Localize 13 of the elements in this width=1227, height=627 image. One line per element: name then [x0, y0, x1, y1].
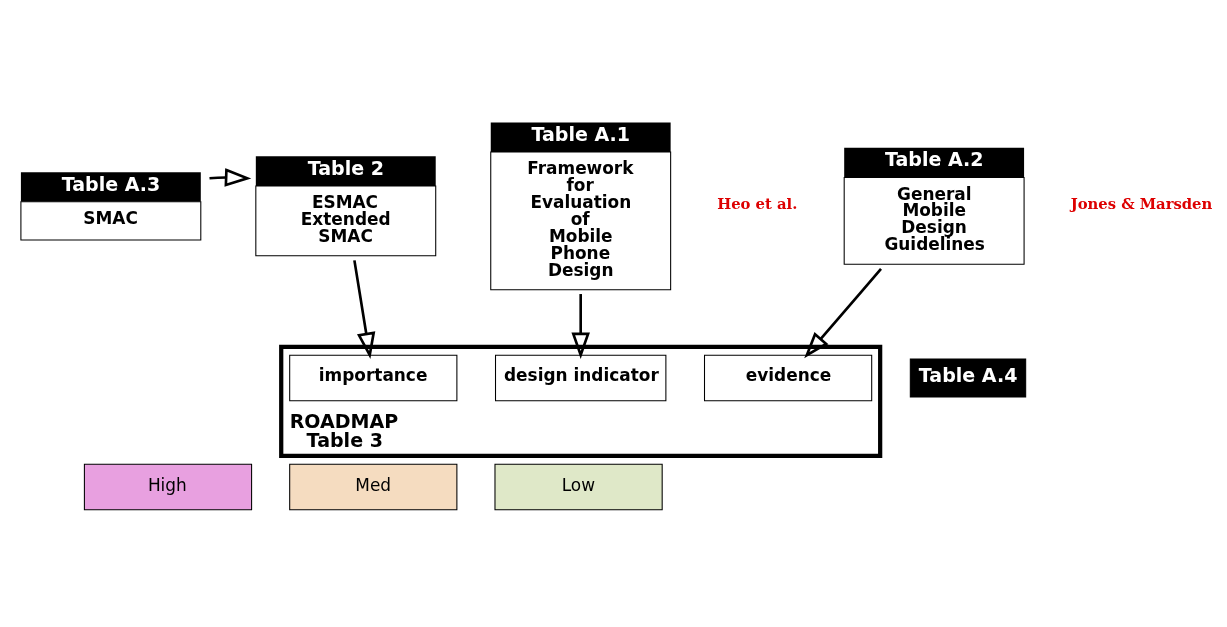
node-label: Heo et al.	[717, 194, 798, 212]
arrow	[804, 267, 882, 358]
node-box: evidence	[704, 354, 873, 401]
arrow	[353, 259, 376, 359]
node-label: Table A.4	[918, 363, 1018, 386]
arrow	[209, 167, 252, 187]
node-box: High	[83, 463, 253, 510]
node-box: Low	[494, 463, 663, 510]
node-label: Jones & Marsden	[1070, 194, 1213, 212]
node-box: Med	[289, 463, 458, 510]
node-box: importance	[289, 354, 458, 401]
arrow	[571, 293, 590, 359]
node-box: design indicator	[495, 354, 667, 401]
